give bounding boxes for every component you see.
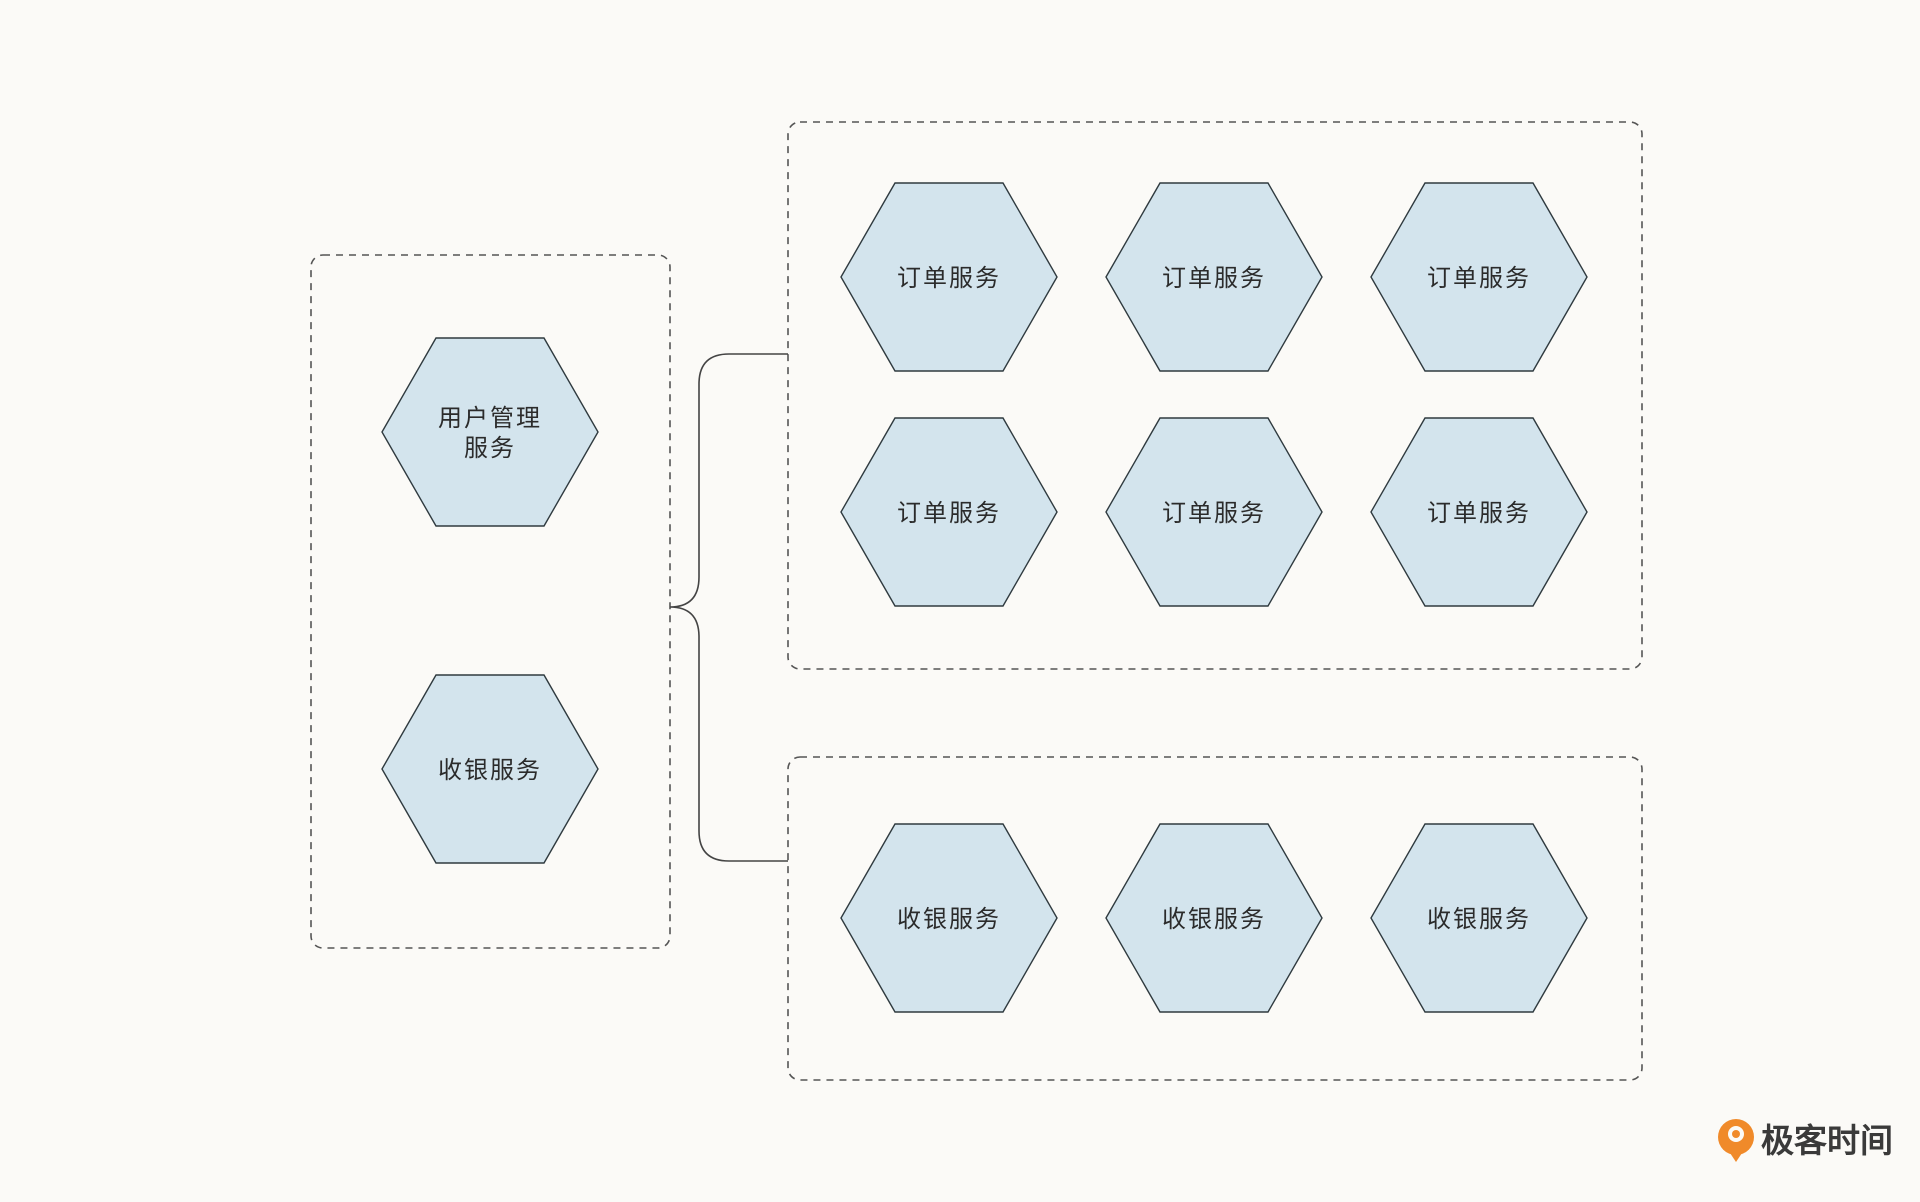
cashier-group-container [787, 756, 1643, 1081]
hexagon-shape [1370, 417, 1588, 607]
node-label: 收银服务 [438, 756, 542, 784]
service-node-cashier: 收银服务 [381, 674, 599, 864]
hexagon-shape [381, 337, 599, 527]
brand-name: 极客时间 [1761, 1121, 1893, 1160]
node-label: 订单服务 [1162, 264, 1266, 292]
service-node-order: 订单服务 [840, 417, 1058, 607]
service-node-order: 订单服务 [840, 182, 1058, 372]
node-label: 用户管理 [438, 404, 542, 432]
service-node-order: 订单服务 [1105, 417, 1323, 607]
node-label: 订单服务 [1162, 499, 1266, 527]
hexagon-shape [381, 674, 599, 864]
node-label: 收银服务 [897, 905, 1001, 933]
node-label: 收银服务 [1162, 905, 1266, 933]
hexagon-shape [1370, 823, 1588, 1013]
hexagon-shape [1105, 182, 1323, 372]
brace-connector [669, 353, 788, 862]
geektime-logo-icon [1718, 1119, 1754, 1162]
service-node-order: 订单服务 [1370, 182, 1588, 372]
hexagon-shape [1370, 182, 1588, 372]
service-node-cashier: 收银服务 [1370, 823, 1588, 1013]
hexagon-shape [840, 417, 1058, 607]
node-label: 订单服务 [1427, 499, 1531, 527]
service-node-cashier: 收银服务 [840, 823, 1058, 1013]
hexagon-shape [1105, 823, 1323, 1013]
node-label: 订单服务 [1427, 264, 1531, 292]
left-group-container [310, 254, 671, 949]
hexagon-shape [1105, 417, 1323, 607]
service-node-cashier: 收银服务 [1105, 823, 1323, 1013]
order-group-container [787, 121, 1643, 670]
node-label: 收银服务 [1427, 905, 1531, 933]
service-node-order: 订单服务 [1105, 182, 1323, 372]
node-label: 订单服务 [897, 499, 1001, 527]
brand-logo: 极客时间 [1718, 1119, 1893, 1162]
hexagon-shape [840, 823, 1058, 1013]
service-node-order: 订单服务 [1370, 417, 1588, 607]
hexagon-shape [840, 182, 1058, 372]
node-label: 订单服务 [897, 264, 1001, 292]
node-label: 服务 [464, 434, 516, 462]
